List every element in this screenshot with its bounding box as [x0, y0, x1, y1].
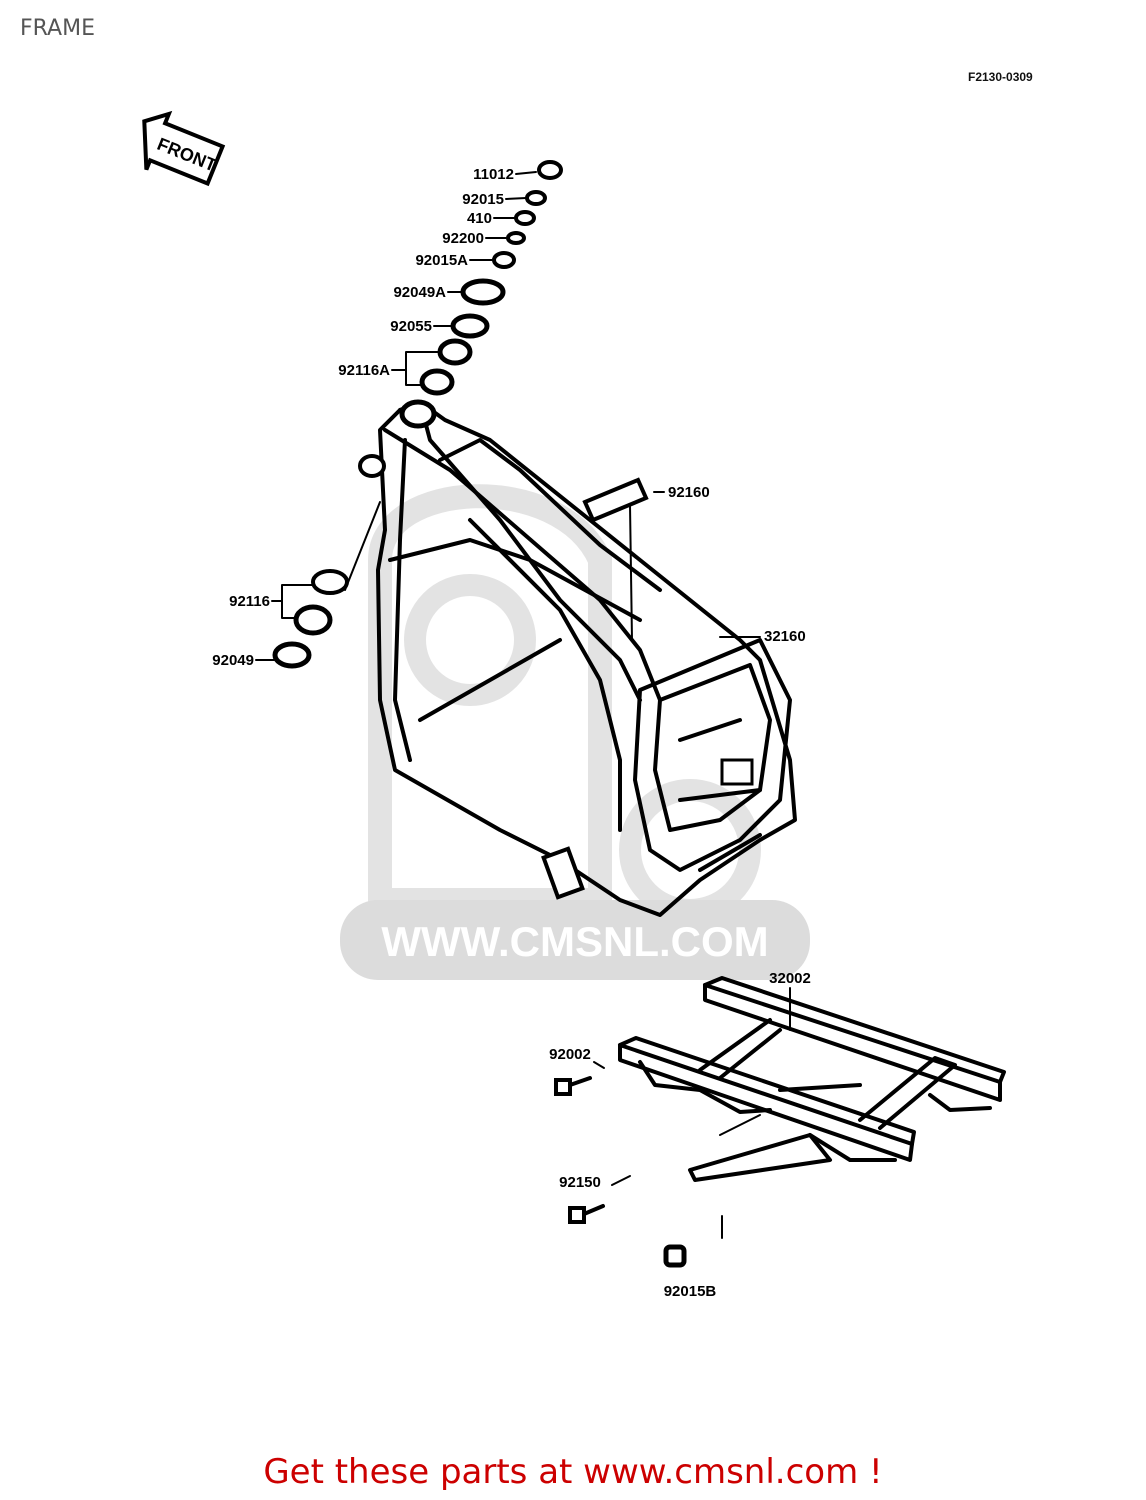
part-92015a-nut — [492, 251, 516, 269]
watermark-banner — [340, 900, 810, 980]
label-92015b: 92015B — [664, 1283, 717, 1300]
diagram-reference-code: F2130-0309 — [968, 70, 1033, 84]
part-92200-washer — [506, 231, 526, 245]
label-92200: 92200 — [442, 230, 484, 247]
lower-steering-parts — [272, 569, 349, 669]
bolts — [554, 1076, 687, 1268]
front-arrow-icon: FRONT — [142, 110, 226, 187]
part-11012-cap — [537, 160, 563, 180]
label-92055: 92055 — [390, 318, 432, 335]
part-92015b-nut — [663, 1244, 687, 1268]
part-410-washer — [514, 210, 536, 226]
part-92049-seal — [272, 641, 312, 669]
label-92049a: 92049A — [393, 284, 446, 301]
label-92015: 92015 — [462, 191, 504, 208]
label-92116: 92116 — [229, 593, 270, 610]
label-11012: 11012 — [473, 166, 514, 183]
label-410: 410 — [467, 210, 492, 227]
label-92150: 92150 — [559, 1174, 601, 1191]
watermark: WWW.CMSNL.COM — [340, 484, 810, 980]
steering-head-parts — [419, 160, 563, 396]
part-92116a-race-upper — [437, 338, 473, 366]
part-92002-bolt-shank — [568, 1076, 592, 1087]
label-32160: 32160 — [764, 628, 806, 645]
promo-link-text[interactable]: Get these parts at www.cmsnl.com ! — [263, 1452, 883, 1492]
label-92015a: 92015A — [415, 252, 468, 269]
part-92160-plate — [582, 477, 649, 523]
part-92116-race-upper — [311, 569, 349, 595]
subframe-32002 — [618, 976, 1006, 1182]
part-92116-race-lower — [293, 604, 333, 636]
part-labels: 11012 92015 410 92200 92015A 92049A 9205… — [212, 166, 811, 1300]
label-92116a: 92116A — [338, 362, 390, 379]
label-92002: 92002 — [549, 1046, 591, 1063]
part-92002-bolt-head — [554, 1078, 572, 1096]
main-frame — [358, 399, 797, 917]
part-92049a-seal — [460, 278, 506, 306]
part-92015-nut — [525, 190, 547, 206]
label-32002: 32002 — [769, 970, 811, 987]
part-92150-bolt-shank — [582, 1204, 605, 1216]
part-92055-bearing — [450, 313, 490, 339]
label-92160: 92160 — [668, 484, 710, 501]
page-title: FRAME — [20, 16, 95, 41]
part-92116a-race-lower — [419, 368, 455, 396]
part-92150-bolt-head — [568, 1206, 586, 1224]
watermark-text: WWW.CMSNL.COM — [381, 918, 768, 965]
leader-lines — [255, 171, 791, 1239]
label-92049: 92049 — [212, 652, 254, 669]
